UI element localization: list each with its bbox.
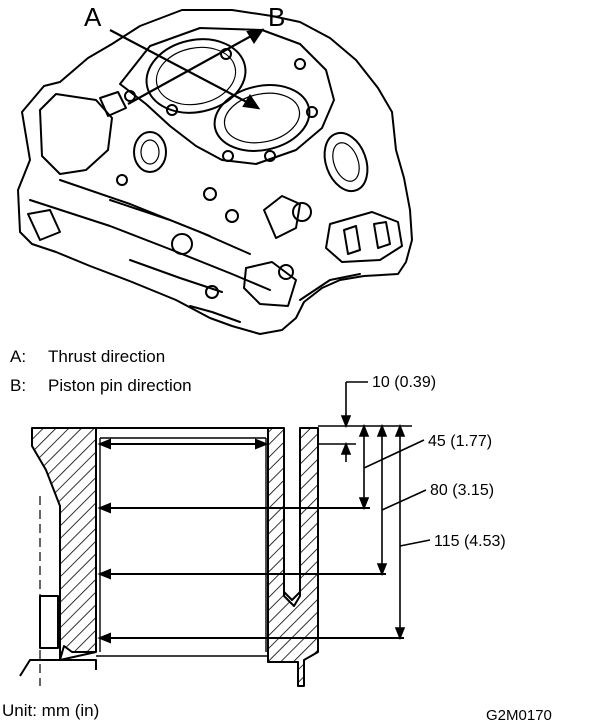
dimension-80: 80 (3.15) xyxy=(430,482,494,499)
engine-block-illustration xyxy=(17,9,413,335)
legend-key-b: B: xyxy=(10,376,26,395)
dimension-115: 115 (4.53) xyxy=(434,533,506,550)
measurement-levels xyxy=(97,438,404,644)
legend: A: Thrust direction B: Piston pin direct… xyxy=(10,347,192,395)
thrust-direction-arrow xyxy=(109,29,261,110)
dimension-45: 45 (1.77) xyxy=(428,433,492,450)
marker-b: B xyxy=(268,2,285,32)
right-cylinder-wall xyxy=(267,427,319,687)
legend-text-thrust: Thrust direction xyxy=(48,347,165,366)
figure-code: G2M0170 xyxy=(486,707,552,724)
marker-a: A xyxy=(84,2,102,32)
cylinder-cross-section xyxy=(19,427,319,687)
unit-note: Unit: mm (in) xyxy=(2,701,99,720)
piston-pin-direction-arrow xyxy=(127,28,265,105)
dimension-10: 10 (0.39) xyxy=(372,374,436,391)
legend-text-piston-pin: Piston pin direction xyxy=(48,376,192,395)
legend-key-a: A: xyxy=(10,347,26,366)
dimension-reference xyxy=(318,381,431,641)
left-cylinder-wall xyxy=(31,427,97,661)
